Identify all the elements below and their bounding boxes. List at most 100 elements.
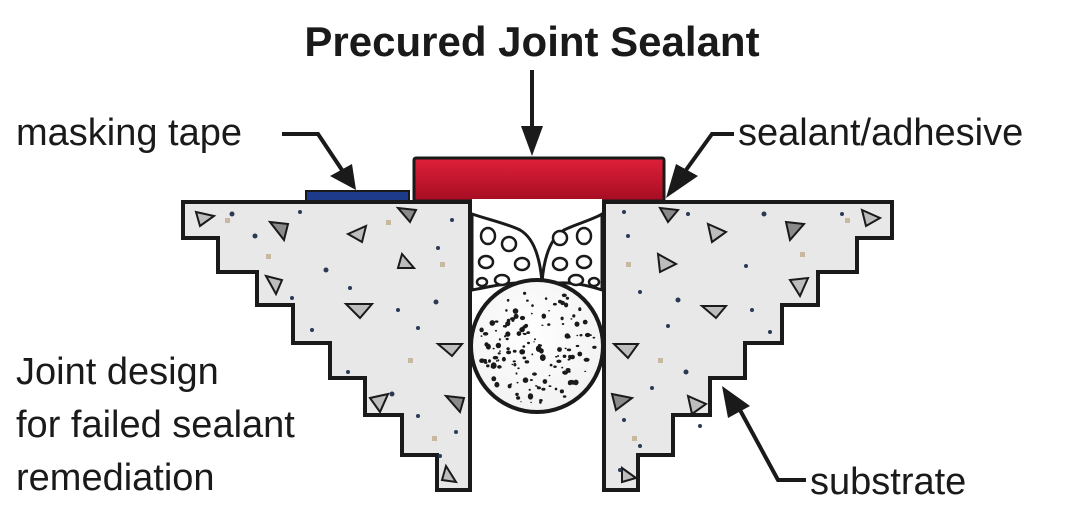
rod-speck xyxy=(564,347,567,350)
rod-speck xyxy=(515,392,519,396)
rod-speck xyxy=(524,360,530,364)
backer-rod-texture xyxy=(479,291,597,404)
precured-joint-sealant xyxy=(412,156,666,203)
rod-speck xyxy=(527,341,530,345)
joint-opening xyxy=(472,199,602,205)
rod-speck xyxy=(574,321,580,327)
rod-speck xyxy=(533,338,537,341)
masking-tape-leader xyxy=(282,132,356,190)
left-specks xyxy=(229,210,458,458)
title-arrow xyxy=(521,70,543,156)
rod-speck xyxy=(512,349,517,353)
rod-speck xyxy=(562,395,567,398)
backer-rod xyxy=(469,278,605,414)
rod-speck xyxy=(559,389,565,394)
rod-speck xyxy=(541,313,547,319)
label-joint-design-line2: for failed sealant xyxy=(16,404,295,446)
rod-speck xyxy=(479,358,485,364)
substrate-leader xyxy=(722,386,806,482)
rod-speck xyxy=(561,366,564,369)
rod-speck xyxy=(561,323,565,325)
label-joint-design-line3: remediation xyxy=(16,457,215,499)
rod-speck xyxy=(592,336,596,339)
rod-speck xyxy=(515,372,518,375)
rod-speck xyxy=(522,377,529,384)
rod-speck xyxy=(564,302,569,308)
rod-speck xyxy=(497,359,500,362)
rod-speck xyxy=(532,372,537,376)
rod-speck xyxy=(497,352,501,355)
rod-speck xyxy=(561,293,567,298)
rod-speck xyxy=(526,331,531,334)
rod-speck xyxy=(562,354,567,358)
left-tan-specks xyxy=(225,218,445,441)
rod-speck xyxy=(519,349,526,355)
rod-speck xyxy=(529,379,533,381)
rod-speck xyxy=(567,380,573,386)
rod-speck xyxy=(520,401,522,403)
rod-speck xyxy=(479,327,484,333)
rod-speck xyxy=(584,370,587,372)
rod-speck xyxy=(486,364,490,368)
rod-speck xyxy=(542,379,548,384)
rod-speck xyxy=(506,350,512,355)
remnant-cells xyxy=(475,226,601,288)
rod-speck xyxy=(494,329,498,332)
rod-speck xyxy=(519,315,526,321)
rod-speck xyxy=(533,341,535,343)
rod-speck xyxy=(576,334,579,337)
rod-speck xyxy=(557,355,560,357)
rod-speck xyxy=(548,385,552,387)
rod-speck xyxy=(577,351,583,357)
rod-speck xyxy=(556,359,562,363)
rod-speck xyxy=(570,318,573,320)
rod-speck xyxy=(528,388,531,391)
rod-speck xyxy=(564,333,570,339)
rod-speck xyxy=(506,347,510,351)
rod-speck xyxy=(507,384,512,389)
rod-speck xyxy=(560,316,564,321)
rod-speck xyxy=(541,324,544,326)
rod-speck xyxy=(498,338,501,341)
rod-speck xyxy=(544,297,548,300)
label-substrate: substrate xyxy=(810,461,966,503)
rod-speck xyxy=(499,350,501,352)
rod-speck xyxy=(497,365,502,369)
rod-speck xyxy=(513,313,519,319)
rod-speck xyxy=(578,307,582,312)
rod-speck xyxy=(504,335,507,338)
rod-speck xyxy=(540,344,543,347)
rod-speck xyxy=(548,310,551,312)
rod-speck xyxy=(517,367,520,370)
rod-speck xyxy=(488,359,491,363)
rod-speck xyxy=(530,401,532,404)
rod-speck xyxy=(552,302,557,306)
right-specks xyxy=(618,210,844,472)
rod-speck xyxy=(553,365,557,368)
rod-speck xyxy=(483,361,488,364)
rod-speck xyxy=(526,299,529,302)
rod-speck xyxy=(484,342,489,347)
label-sealant-adhesive: sealant/adhesive xyxy=(738,112,1023,154)
rod-speck xyxy=(557,347,562,352)
rod-speck xyxy=(547,323,551,326)
rod-speck xyxy=(549,363,553,367)
rod-speck xyxy=(565,296,570,300)
rod-speck xyxy=(565,368,571,372)
rod-speck xyxy=(494,381,500,388)
rod-speck xyxy=(502,325,505,328)
right-substrate-block xyxy=(602,200,894,492)
rod-speck xyxy=(492,355,499,360)
rod-speck xyxy=(573,379,579,386)
rod-speck xyxy=(480,335,483,337)
rod-speck xyxy=(522,332,525,335)
rod-speck xyxy=(523,291,527,295)
rod-speck xyxy=(522,356,527,360)
rod-speck xyxy=(535,385,538,387)
rod-speck xyxy=(494,320,499,323)
rod-speck xyxy=(554,387,558,391)
rod-speck xyxy=(575,344,580,348)
rod-speck xyxy=(505,309,508,312)
rod-speck xyxy=(539,401,542,404)
